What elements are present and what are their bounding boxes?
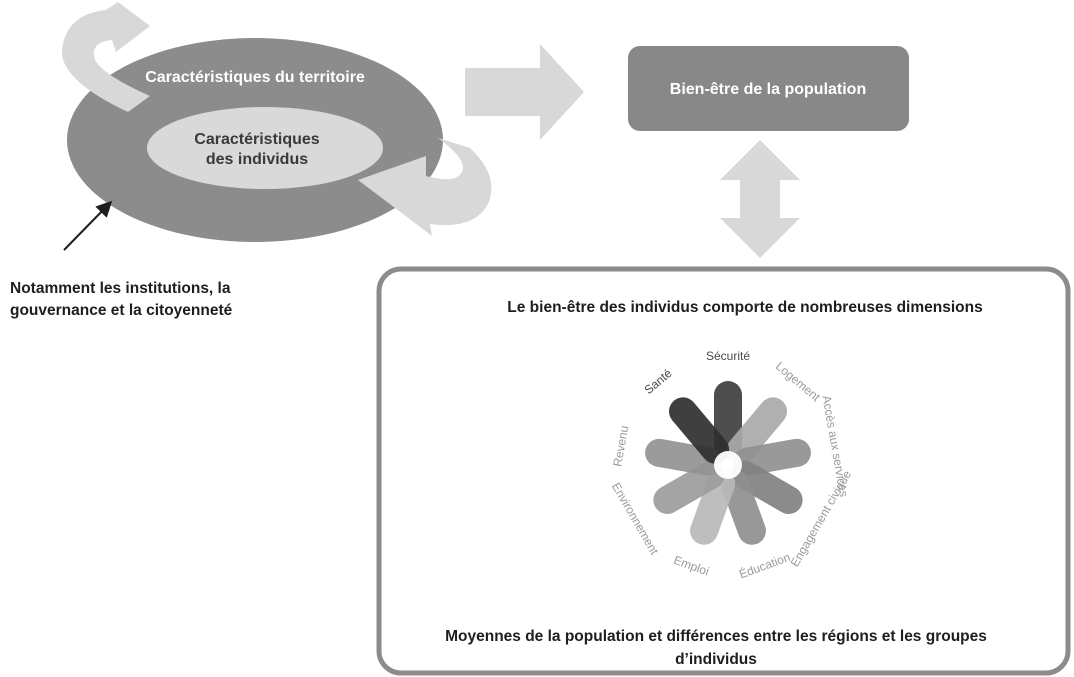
top-curved-arrow	[61, 2, 150, 112]
dimensions-title: Le bien-être des individus comporte de n…	[507, 299, 982, 316]
dimension-label-environnement: Environnement	[609, 480, 662, 557]
petal-engagement-civique	[731, 461, 803, 514]
dimension-label-education: Éducation	[737, 549, 792, 581]
right-arrow	[465, 44, 584, 140]
flower-center	[714, 451, 742, 479]
dimension-label-sante: Santé	[642, 366, 675, 397]
dimension-label-engagement-civique: Engagement civique	[788, 468, 855, 569]
petal-logement	[726, 397, 787, 464]
dimension-label-revenu: Revenu	[610, 425, 631, 468]
individuals-label-line2: des individus	[206, 151, 308, 168]
wellbeing-label: Bien-être de la population	[670, 81, 866, 98]
dimensions-footer-line2: d’individus	[675, 651, 757, 668]
dimension-label-emploi: Emploi	[672, 553, 711, 579]
vertical-double-arrow	[720, 140, 800, 258]
dimension-label-securite: Sécurité	[706, 349, 750, 363]
institutions-note: Notamment les institutions, la gouvernan…	[10, 200, 233, 319]
note-line2: gouvernance et la citoyenneté	[10, 302, 233, 319]
dimensions-panel: Le bien-être des individus comporte de n…	[376, 266, 1071, 676]
individuals-label-line1: Caractéristiques	[194, 131, 319, 148]
wellbeing-box: Bien-être de la population	[628, 46, 909, 131]
note-pointer-arrow	[63, 200, 113, 251]
dimensions-footer-line1: Moyennes de la population et différences…	[445, 628, 987, 645]
territory-label: Caractéristiques du territoire	[145, 69, 365, 86]
territory-diagram: Caractéristiques du territoire Caractéri…	[61, 2, 492, 242]
note-line1: Notamment les institutions, la	[10, 280, 231, 297]
wellbeing-box-rect	[628, 46, 909, 131]
bottom-curved-arrow	[358, 138, 492, 236]
petal-emploi	[690, 469, 736, 545]
individuals-inner-ellipse	[147, 107, 383, 189]
dimensions-panel-border	[376, 266, 1071, 676]
petal-sante	[669, 397, 730, 464]
dimension-label-logement: Logement	[773, 359, 823, 404]
